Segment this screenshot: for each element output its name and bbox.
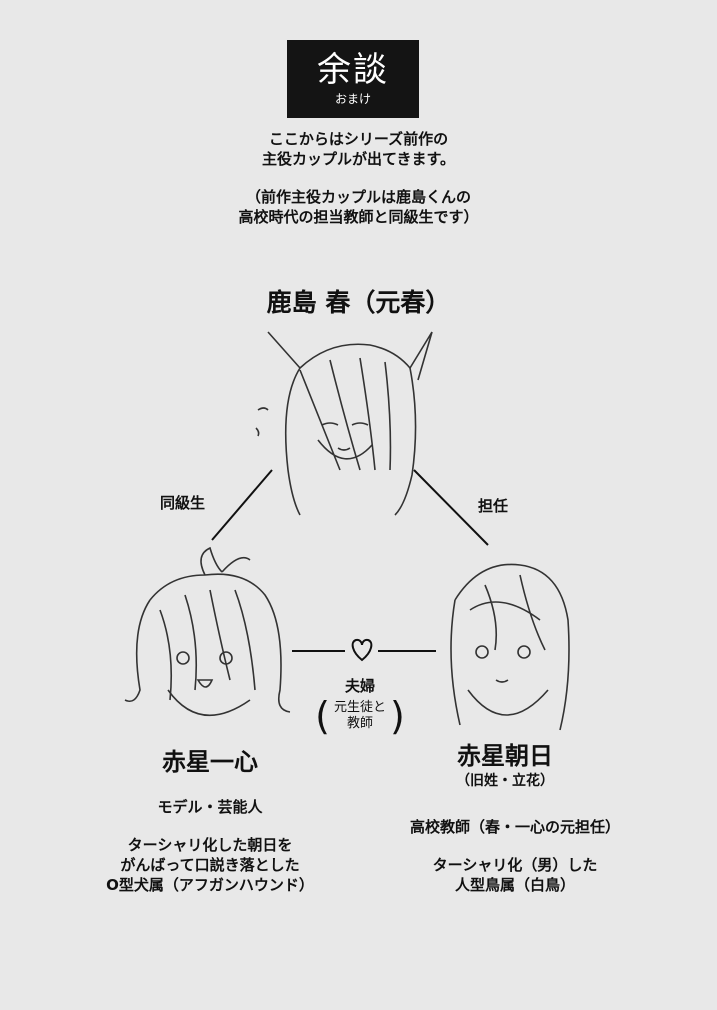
left-paren: ( xyxy=(315,694,330,738)
right-character-drawing xyxy=(450,563,570,731)
top-character-name: 鹿島 春（元春） xyxy=(266,288,451,317)
intro-line-4: 高校時代の担当教師と同級生です） xyxy=(238,208,479,226)
intro-line-3: （前作主役カップルは鹿島くんの xyxy=(245,188,471,206)
couple-note-2: 教師 xyxy=(346,716,373,731)
classmate-label: 同級生 xyxy=(160,494,206,512)
left-character-desc-2: がんばって口説き落とした xyxy=(120,856,300,874)
left-character-desc-1: ターシャリ化した朝日を xyxy=(127,836,293,854)
intro-line-2: 主役カップルが出てきます。 xyxy=(261,150,456,168)
couple-note-1: 元生徒と xyxy=(333,700,386,715)
classmate-line xyxy=(211,469,273,541)
left-character-role: モデル・芸能人 xyxy=(157,798,263,816)
intro-line-1: ここからはシリーズ前作の xyxy=(268,130,449,148)
page-title: 余談 xyxy=(317,50,389,90)
right-character-desc-2: 人型鳥属（白鳥） xyxy=(454,876,575,894)
right-character-role: 高校教師（春・一心の元担任） xyxy=(409,818,620,836)
left-character-name: 赤星一心 xyxy=(162,748,258,776)
relation-lines xyxy=(211,469,489,662)
couple-relation: 夫婦 ( 元生徒と 教師 ) xyxy=(300,677,420,735)
homeroom-line xyxy=(413,469,489,546)
couple-label: 夫婦 xyxy=(344,677,375,695)
right-character-desc-1: ターシャリ化（男）した xyxy=(432,856,598,874)
homeroom-label: 担任 xyxy=(478,497,509,515)
title-box: 余談 おまけ xyxy=(287,40,419,118)
top-character-drawing xyxy=(255,331,433,516)
right-character-former-name: （旧姓・立花） xyxy=(456,773,554,789)
left-character-drawing xyxy=(124,546,291,717)
right-paren: ) xyxy=(390,694,405,738)
left-character-desc-3: O型犬属（アフガンハウンド） xyxy=(106,876,314,894)
heart-icon xyxy=(351,638,373,662)
page-subtitle: おまけ xyxy=(334,92,371,106)
right-character-name: 赤星朝日 xyxy=(457,742,553,770)
